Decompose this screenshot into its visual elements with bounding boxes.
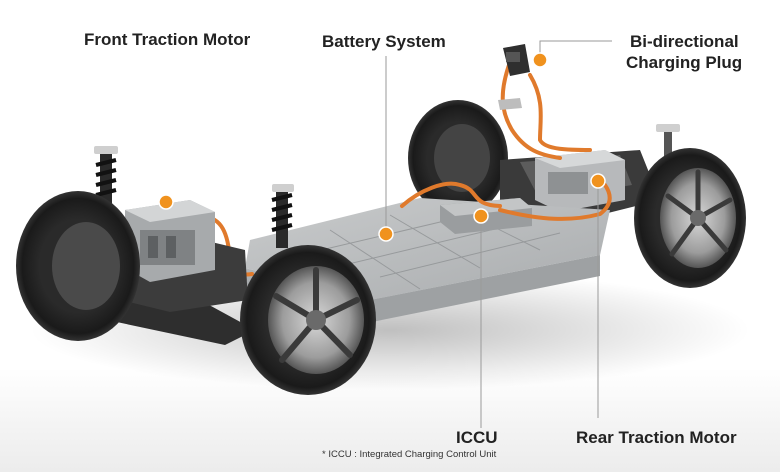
callout-dot-iccu xyxy=(473,208,489,224)
front-right-shock xyxy=(271,184,294,248)
callout-dot-plug xyxy=(532,52,548,68)
leader-lines xyxy=(385,40,612,428)
front-traction-motor xyxy=(125,200,215,282)
label-battery-system: Battery System xyxy=(322,32,446,51)
rear-right-shock xyxy=(656,124,680,170)
rear-traction-motor xyxy=(535,150,625,212)
front-right-wheel xyxy=(240,245,376,395)
label-front-traction-motor: Front Traction Motor xyxy=(84,30,251,49)
label-iccu: ICCU xyxy=(456,428,498,447)
charging-plug xyxy=(498,44,530,110)
rear-right-wheel xyxy=(634,148,746,288)
label-rear-traction-motor: Rear Traction Motor xyxy=(576,428,737,447)
leader-plug xyxy=(539,40,612,60)
callout-dot-front-motor xyxy=(158,194,174,210)
footnote-iccu: * ICCU : Integrated Charging Control Uni… xyxy=(322,449,497,460)
callout-dots xyxy=(158,52,606,242)
callout-dot-battery xyxy=(378,226,394,242)
label-charging-plug-line1: Bi-directional xyxy=(630,32,739,51)
front-left-wheel xyxy=(16,191,140,341)
callout-dot-rear-motor xyxy=(590,173,606,189)
label-charging-plug-line2: Charging Plug xyxy=(626,53,743,72)
hv-cables xyxy=(193,60,612,277)
